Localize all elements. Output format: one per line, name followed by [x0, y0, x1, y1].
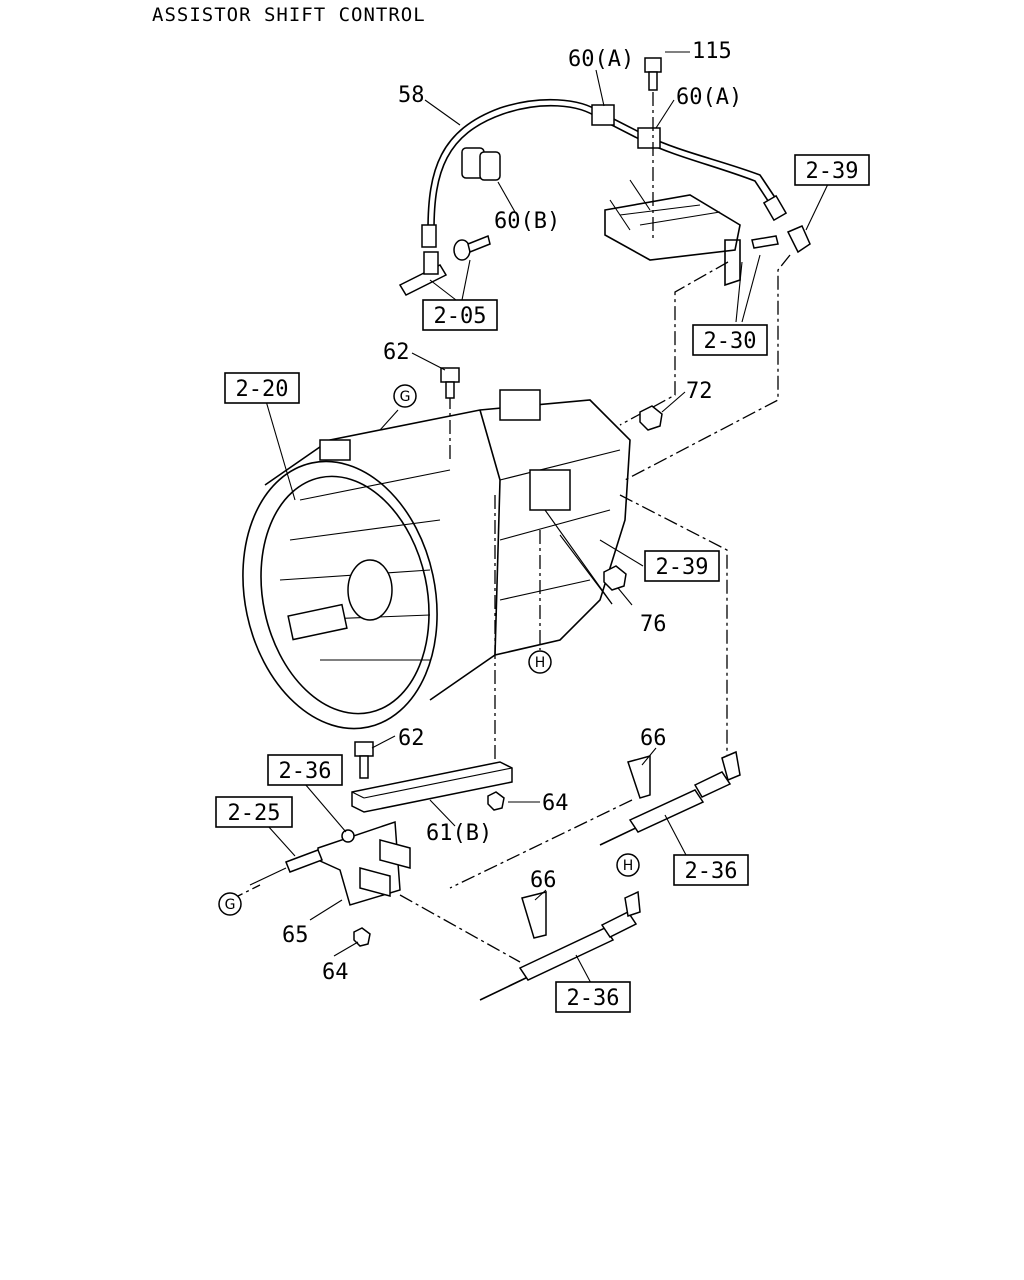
ref-2-39-top-text: 2-39: [806, 159, 859, 184]
tee-fitting: [398, 234, 491, 296]
air-hose-58: [421, 98, 601, 248]
ref-2-30-text: 2-30: [704, 329, 757, 354]
ref-2-05-text: 2-05: [434, 304, 487, 329]
label-62-top: 62: [383, 340, 410, 365]
elbow-fitting: [751, 225, 811, 254]
label-66-b: 66: [530, 868, 557, 893]
connector-h-bottom-text: H: [623, 858, 634, 874]
dash-cable-upper-link: [449, 799, 633, 889]
label-72: 72: [686, 379, 713, 404]
diagram-title: ASSISTOR SHIFT CONTROL: [152, 4, 426, 26]
label-64-a: 64: [542, 791, 569, 816]
ref-2-36-a: 2-36: [267, 754, 343, 786]
nut-64-b: [353, 927, 371, 947]
ref-2-30: 2-30: [692, 324, 768, 356]
ref-2-05: 2-05: [422, 299, 498, 331]
ref-2-39-top: 2-39: [794, 154, 870, 186]
label-65: 65: [282, 923, 309, 948]
dash-2-39: [624, 254, 791, 481]
plate-61b: [351, 761, 513, 813]
air-pipe: [597, 111, 788, 222]
shift-cable-upper: [599, 750, 741, 846]
label-58: 58: [398, 83, 425, 108]
bracket-assembly: [604, 179, 741, 287]
connector-h-bottom: H: [616, 853, 640, 877]
dash-cable-lower-link: [399, 894, 521, 963]
ref-2-20-text: 2-20: [236, 377, 289, 402]
bolt-115: [644, 57, 662, 91]
bolt-62-bottom: [354, 741, 374, 779]
ref-2-36-a-text: 2-36: [279, 759, 332, 784]
ref-2-25-text: 2-25: [228, 801, 281, 826]
bracket-65: [317, 820, 411, 906]
ref-2-25: 2-25: [215, 796, 293, 828]
ref-2-36-b: 2-36: [673, 854, 749, 886]
connector-g-bottom: G: [218, 892, 242, 916]
connector-60b: [461, 147, 501, 181]
label-62-bottom: 62: [398, 726, 425, 751]
ref-2-20: 2-20: [224, 372, 300, 404]
nut-76: [603, 565, 627, 591]
ref-2-36-b-text: 2-36: [685, 859, 738, 884]
clamp-60a: [591, 104, 661, 149]
leader-lines: [265, 51, 829, 986]
label-66-a: 66: [640, 726, 667, 751]
connector-h-mid-text: H: [535, 655, 546, 671]
ref-2-39-mid-text: 2-39: [656, 555, 709, 580]
label-60a-1: 60(A): [568, 47, 634, 72]
bolt-62-top: [440, 367, 460, 399]
label-60a-2: 60(A): [676, 85, 742, 110]
nut-64-a: [487, 791, 505, 811]
label-76: 76: [640, 612, 667, 637]
ref-2-39-mid: 2-39: [644, 550, 720, 582]
label-115: 115: [692, 39, 732, 64]
shift-cable-lower: [479, 890, 641, 1001]
dash-cable-upper: [619, 494, 728, 755]
label-64-b: 64: [322, 960, 349, 985]
label-61b: 61(B): [426, 821, 492, 846]
label-60b: 60(B): [494, 209, 560, 234]
ref-2-36-c: 2-36: [555, 981, 631, 1013]
transmission-housing: [242, 389, 631, 730]
connector-g-top-text: G: [400, 389, 411, 405]
ref-2-36-c-text: 2-36: [567, 986, 620, 1011]
connector-h-mid: H: [528, 650, 552, 674]
nut-72: [639, 405, 663, 431]
connector-g-bottom-text: G: [225, 897, 236, 913]
connector-g-top: G: [393, 384, 417, 408]
stud-2-25: [249, 849, 323, 886]
